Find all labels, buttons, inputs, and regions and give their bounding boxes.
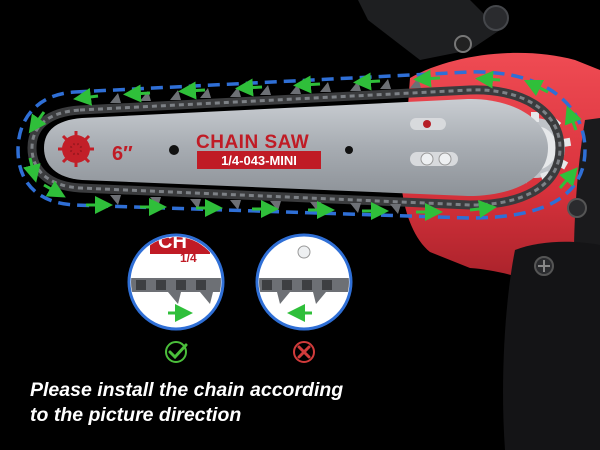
nose-sprocket — [58, 131, 94, 167]
correct-example-spec: 1/4 — [180, 251, 197, 265]
chain-path-blue-dashed — [16, 70, 587, 220]
saw-grip — [503, 241, 600, 450]
bar-size: 6″ — [112, 143, 133, 165]
correct-example-label: CH — [158, 231, 187, 253]
wrong-direction-example — [255, 233, 353, 331]
bar-spec: 1/4-043-MINI — [221, 153, 297, 168]
cross-icon — [293, 341, 315, 363]
direction-arrows — [23, 69, 582, 221]
instruction-text: Please install the chain according to th… — [30, 378, 470, 428]
check-icon — [165, 341, 188, 363]
adjust-knob — [483, 5, 509, 31]
correct-direction-example: CH 1/4 — [127, 231, 225, 331]
saw-top-handle — [358, 0, 500, 60]
direction-guide — [16, 69, 587, 221]
instruction-line-1: Please install the chain according — [30, 379, 344, 401]
bar-title: CHAIN SAW — [196, 132, 309, 153]
instruction-line-2: to the picture direction — [30, 404, 242, 426]
bar-spec-plate — [197, 151, 321, 169]
